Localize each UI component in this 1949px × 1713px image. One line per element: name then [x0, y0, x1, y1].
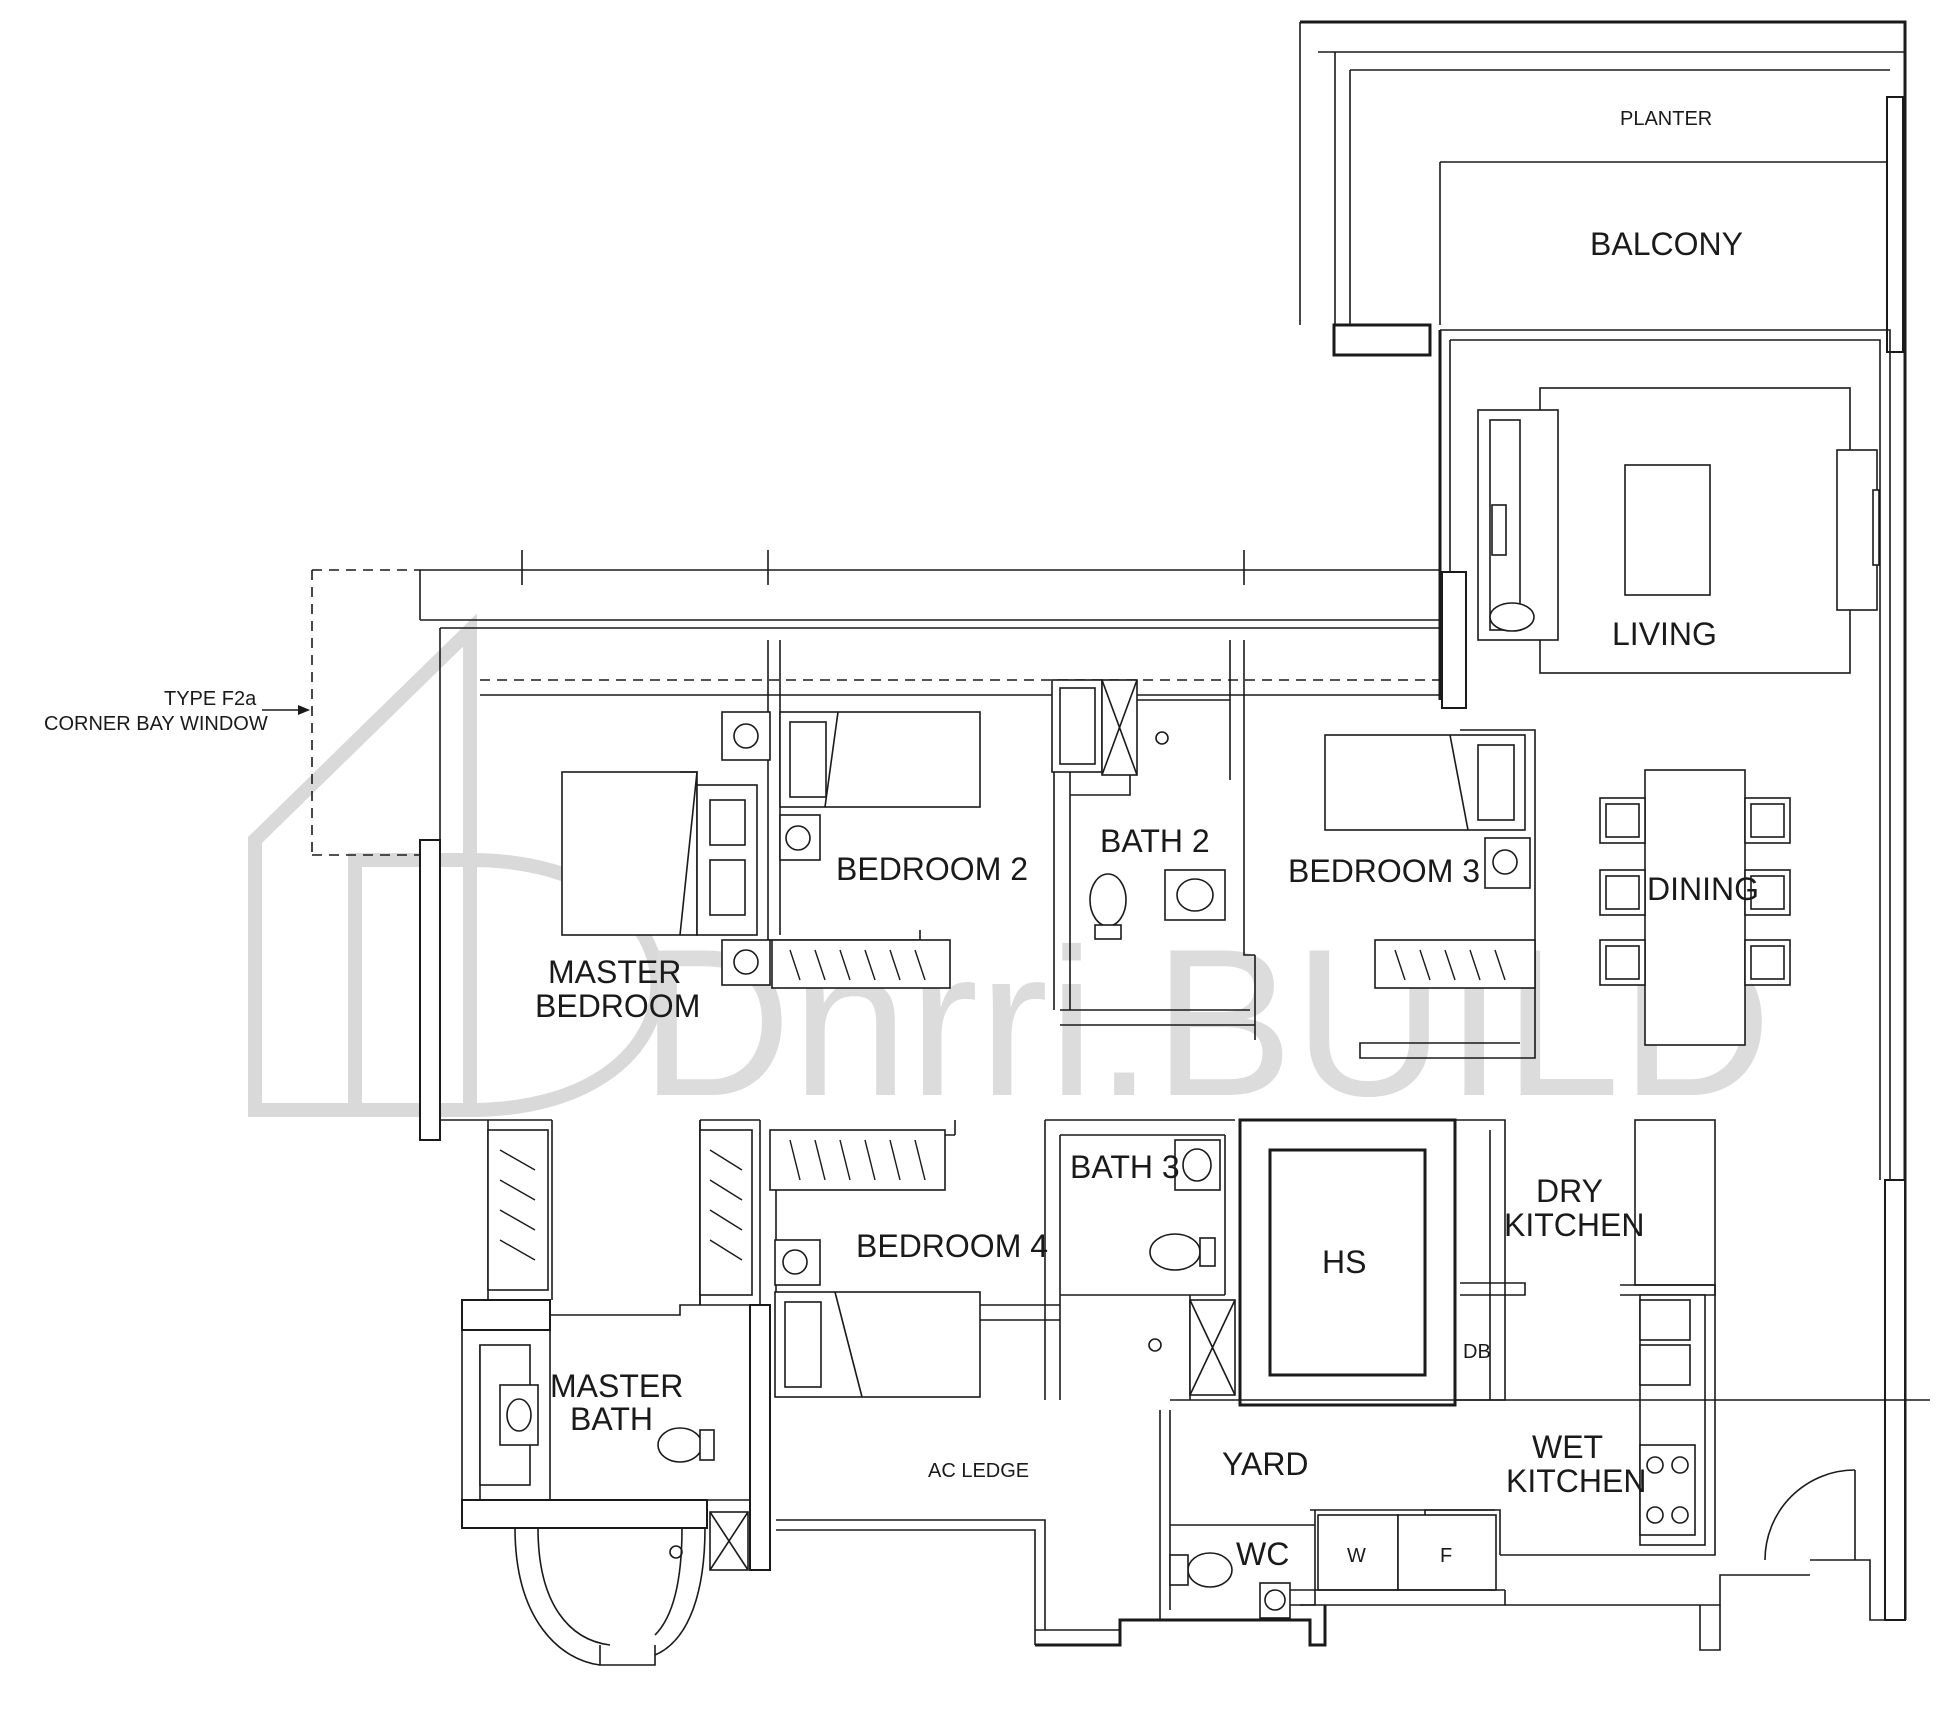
label-dry-kitchen-1: DRY [1536, 1173, 1603, 1209]
label-master-bath-2: BATH [570, 1401, 653, 1437]
label-planter: PLANTER [1620, 108, 1712, 130]
label-wc: WC [1236, 1536, 1289, 1572]
label-bath-2: BATH 2 [1100, 823, 1210, 859]
label-ac-ledge: AC LEDGE [928, 1460, 1029, 1482]
labels: TYPE F2a CORNER BAY WINDOW PLANTER BALCO… [44, 108, 1759, 1572]
label-balcony: BALCONY [1590, 226, 1743, 262]
annotation-window: CORNER BAY WINDOW [44, 713, 268, 735]
label-yard: YARD [1222, 1446, 1309, 1482]
label-dining: DINING [1647, 871, 1759, 907]
label-fridge: F [1440, 1545, 1452, 1567]
label-bath-3: BATH 3 [1070, 1149, 1180, 1185]
bath-fixtures [479, 679, 1696, 1619]
annotation [262, 705, 310, 715]
label-bedroom-3: BEDROOM 3 [1288, 853, 1480, 889]
label-master-bedroom-2: BEDROOM [535, 988, 700, 1024]
annotation-type: TYPE F2a [164, 688, 257, 710]
bedroom-furniture [487, 711, 1536, 1398]
label-hs: HS [1322, 1244, 1366, 1280]
label-wet-kitchen-2: KITCHEN [1506, 1463, 1646, 1499]
label-bedroom-2: BEDROOM 2 [836, 851, 1028, 887]
label-bedroom-4: BEDROOM 4 [856, 1228, 1048, 1264]
label-dry-kitchen-2: KITCHEN [1504, 1207, 1644, 1243]
living-furniture [1477, 387, 1880, 674]
label-master-bath-1: MASTER [550, 1368, 683, 1404]
label-master-bedroom-1: MASTER [548, 954, 681, 990]
dining-furniture [1599, 769, 1791, 1046]
label-db: DB [1463, 1341, 1491, 1363]
label-living: LIVING [1612, 616, 1717, 652]
label-washer: W [1347, 1545, 1366, 1567]
label-wet-kitchen-1: WET [1532, 1429, 1603, 1465]
